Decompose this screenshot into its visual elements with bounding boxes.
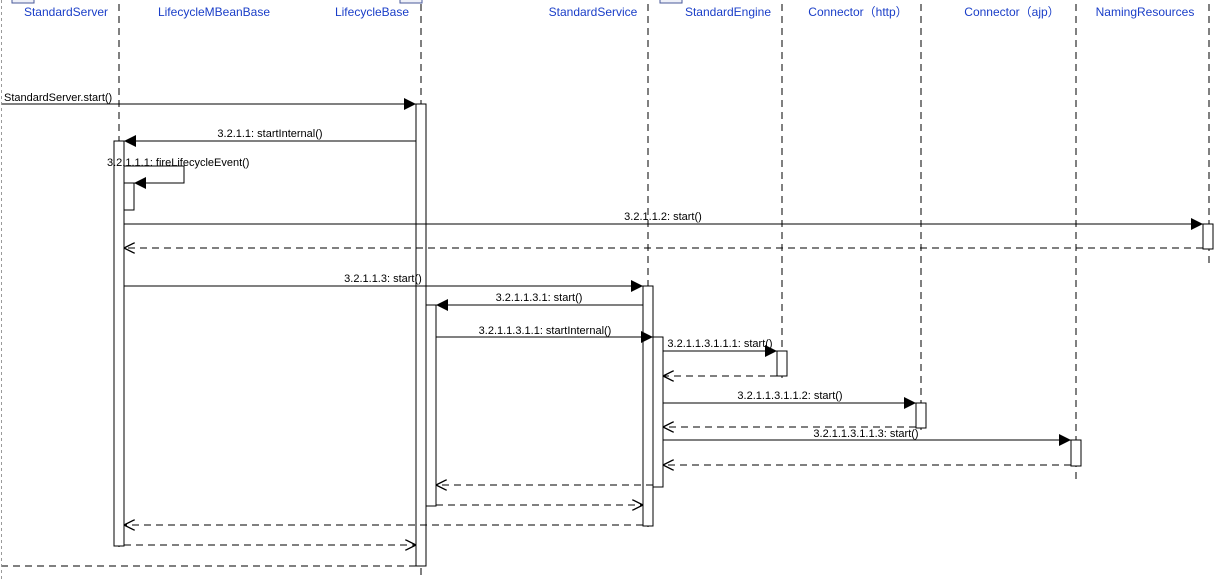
message-label-m2: 3.2.1.1.1: fireLifecycleEvent() [107,157,249,169]
message-label-m4: 3.2.1.1.3: start() [344,273,422,285]
participant-lifecycle-mbean-base[interactable]: LifecycleMBeanBase [158,5,270,19]
message-arrow-m2-self [124,165,185,189]
message-label-m8: 3.2.1.1.3.1.1.2: start() [737,390,842,402]
participant-standard-server[interactable]: StandardServer [24,5,108,19]
message-label-m3: 3.2.1.1.2: start() [624,211,702,223]
activation-standard-service [642,285,654,527]
message-label-m0: StandardServer.start() [4,92,112,104]
message-label-m1: 3.2.1.1: startInternal() [217,128,322,140]
activation-standard-engine [776,350,788,377]
activation-connector-http [915,402,927,429]
participant-lifecycle-base[interactable]: LifecycleBase [335,5,409,19]
message-label-m9: 3.2.1.1.3.1.1.3: start() [813,428,918,440]
lifelines [118,4,1210,578]
activation-connector-ajp [1070,439,1082,467]
participant-tab-icons [11,0,683,4]
message-label-m5: 3.2.1.1.3.1: start() [496,292,583,304]
activation-standard-server [113,140,125,547]
message-label-m6: 3.2.1.1.3.1.1: startInternal() [479,325,612,337]
participant-headers: StandardServer LifecycleMBeanBase Lifecy… [24,5,1194,19]
return-messages [2,248,1203,567]
participant-tab-icon [659,0,683,4]
activation-lifecycle-base-inner [425,304,437,507]
participant-connector-ajp[interactable]: Connector（ajp） [964,5,1059,19]
message-label-m7: 3.2.1.1.3.1.1.1: start() [667,338,772,350]
participant-tab-icon [399,0,423,4]
participant-standard-service[interactable]: StandardService [549,5,638,19]
participant-connector-http[interactable]: Connector（http） [808,5,907,19]
participant-tab-icon [11,0,35,4]
activation-standard-service-inner [652,336,664,488]
activation-naming-resources [1202,223,1214,250]
activation-lifecycle-base-outer [415,103,427,567]
call-messages [2,98,1203,446]
message-labels: StandardServer.start() 3.2.1.1: startInt… [4,92,919,440]
participant-standard-engine[interactable]: StandardEngine [685,5,771,19]
activation-standard-server-self [123,182,135,211]
activation-bars [113,103,1214,567]
participant-naming-resources[interactable]: NamingResources [1096,5,1195,19]
